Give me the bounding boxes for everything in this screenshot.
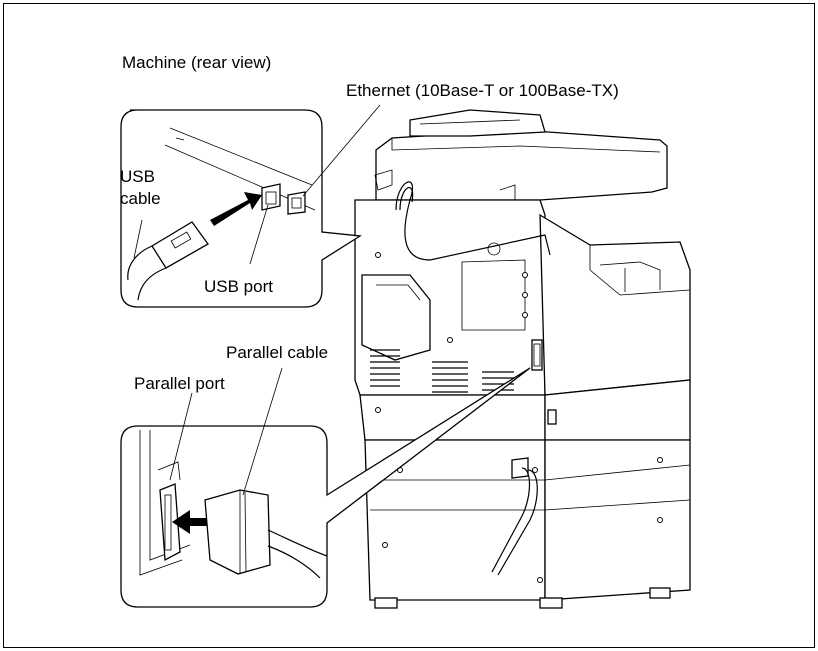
title-label: Machine (rear view) bbox=[122, 53, 271, 72]
usb-cable-label-line1: USB bbox=[120, 167, 155, 186]
vent-middle bbox=[432, 361, 468, 393]
vent-left bbox=[370, 349, 400, 387]
usb-port-label: USB port bbox=[204, 277, 273, 296]
parallel-cable-label: Parallel cable bbox=[226, 343, 328, 362]
usb-cable-label-line2: cable bbox=[120, 189, 161, 208]
leader-lines bbox=[133, 104, 381, 496]
usb-inset bbox=[120, 109, 362, 308]
parallel-port-label: Parallel port bbox=[134, 374, 225, 393]
parallel-inset bbox=[120, 367, 531, 608]
copier-machine bbox=[354, 109, 691, 609]
ethernet-label: Ethernet (10Base-T or 100Base-TX) bbox=[346, 81, 619, 100]
